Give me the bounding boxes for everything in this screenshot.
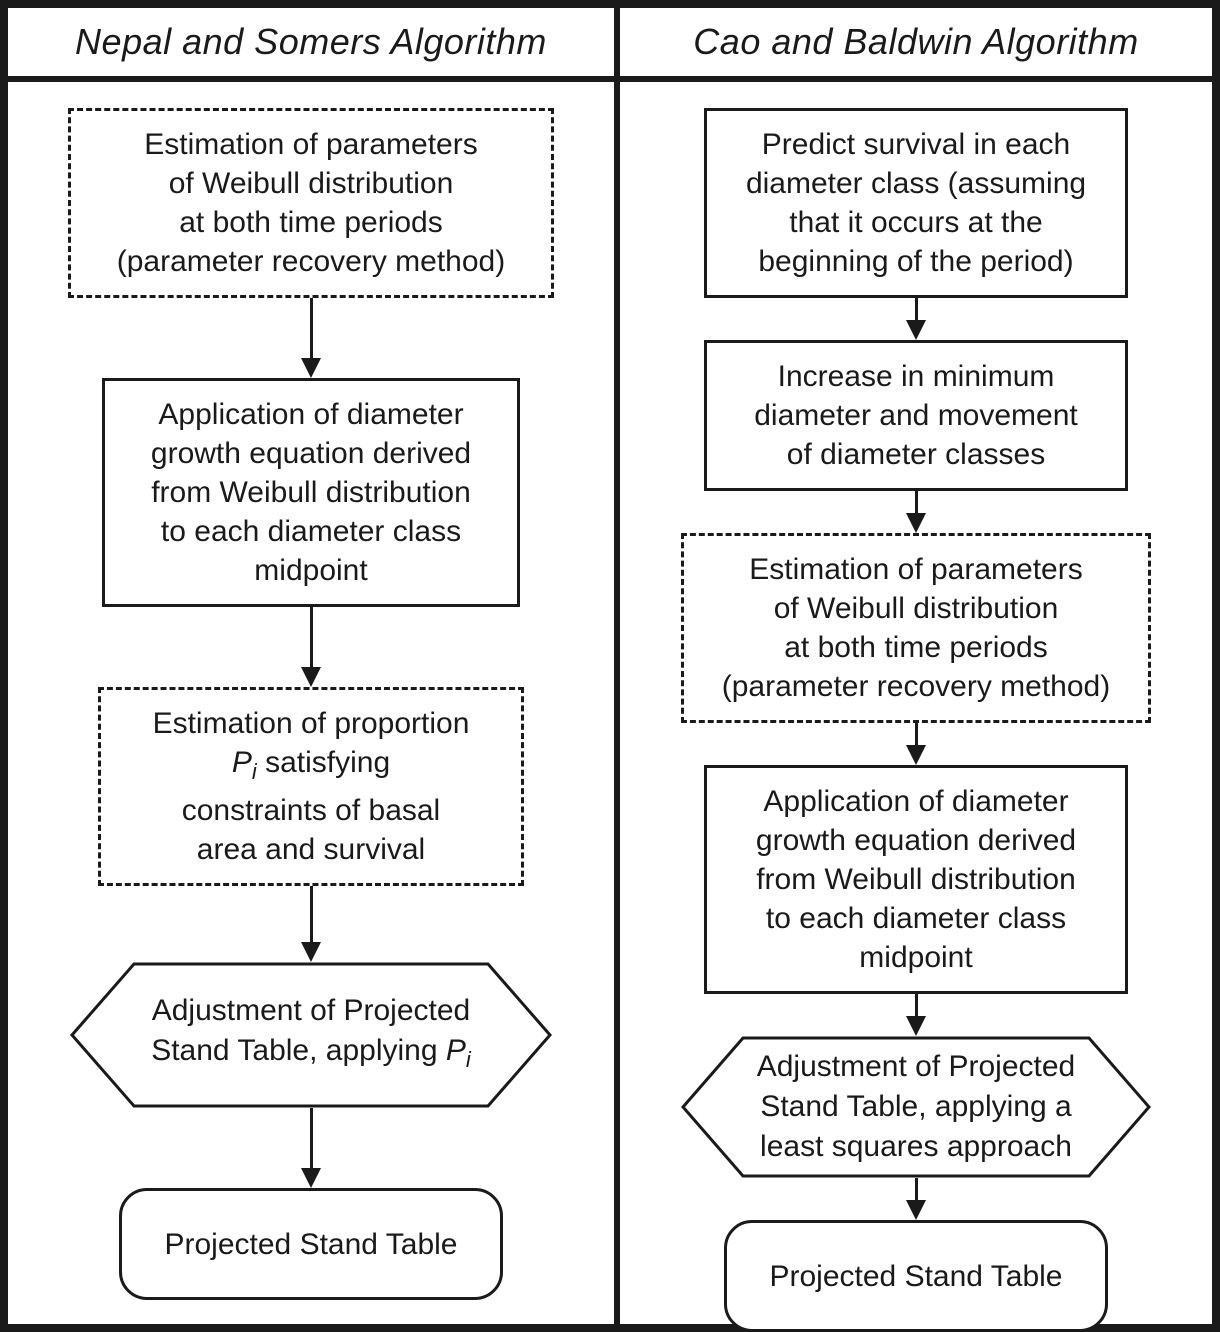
node-projected-stand-table-right: Projected Stand Table (724, 1220, 1108, 1332)
node-text-line: Predict survival in each (761, 128, 1071, 161)
arrow-head (301, 942, 321, 962)
node-minimum-diameter: Increase in minimum diameter and movemen… (704, 340, 1128, 491)
node-text-line: to each diameter class (160, 515, 462, 548)
node-text-line: Increase in minimum (777, 360, 1055, 393)
arrow-shaft (914, 723, 918, 746)
node-text-line: Estimation of proportion (152, 707, 470, 740)
down-arrow (906, 491, 926, 533)
p-subscript: i (251, 759, 257, 784)
node-text-line: Application of diameter (763, 785, 1069, 818)
node-text-line: Estimation of parameters (749, 553, 1083, 586)
column-header-left: Nepal and Somers Algorithm (8, 8, 620, 76)
node-text-line: Projected Stand Table (769, 1259, 1063, 1293)
arrow-shaft (309, 607, 313, 668)
node-text-line: area and survival (196, 833, 426, 866)
node-text-line: beginning of the period) (758, 245, 1074, 278)
node-text-line: Adjustment of Projected (151, 993, 471, 1027)
node-growth-equation-left: Application of diameter growth equation … (102, 378, 520, 607)
node-text-line: from Weibull distribution (151, 476, 471, 509)
node-text-line: Adjustment of Projected (756, 1050, 1076, 1083)
hexagon-shape (681, 1036, 1151, 1178)
node-text-line: growth equation derived (755, 824, 1077, 857)
flowchart-body: Estimation of parameters of Weibull dist… (8, 82, 1212, 1332)
down-arrow (906, 994, 926, 1036)
arrow-head (301, 1168, 321, 1188)
node-text-line: Stand Table, applying Pi (151, 1031, 471, 1080)
node-text-line: at both time periods (784, 631, 1048, 664)
node-text-line: Application of diameter (158, 398, 464, 431)
arrow-shaft (914, 994, 918, 1017)
arrow-shaft (914, 491, 918, 514)
hexagon-shape (70, 962, 552, 1108)
arrow-shaft (914, 298, 918, 321)
node-predict-survival: Predict survival in each diameter class … (704, 108, 1128, 298)
arrow-shaft (309, 298, 313, 359)
right-column: Predict survival in each diameter class … (620, 82, 1212, 1332)
hexagon-text: Adjustment of Projected Stand Table, app… (757, 1047, 1076, 1167)
hexagon-adjustment-right: Adjustment of Projected Stand Table, app… (681, 1036, 1151, 1178)
p-symbol: P (231, 746, 252, 779)
down-arrow (906, 723, 926, 765)
down-arrow (906, 1178, 926, 1220)
arrow-head (906, 320, 926, 340)
node-weibull-estimation-right: Estimation of parameters of Weibull dist… (681, 533, 1151, 723)
arrow-head (906, 745, 926, 765)
down-arrow (301, 886, 321, 962)
arrow-head (301, 667, 321, 687)
node-text-line: constraints of basal (181, 794, 441, 827)
p-subscript: i (465, 1046, 471, 1072)
node-text-line: midpoint (254, 554, 368, 587)
node-text-line: diameter and movement (754, 399, 1078, 432)
down-arrow (301, 1108, 321, 1188)
left-column-title: Nepal and Somers Algorithm (75, 21, 547, 62)
node-text-line: that it occurs at the (789, 206, 1043, 239)
node-text-line: (parameter recovery method) (721, 670, 1111, 703)
column-header-right: Cao and Baldwin Algorithm (620, 8, 1212, 76)
node-weibull-estimation-left: Estimation of parameters of Weibull dist… (68, 108, 554, 298)
node-text-line: growth equation derived (150, 437, 472, 470)
down-arrow (906, 298, 926, 340)
arrow-head (301, 358, 321, 378)
node-text-fragment: satisfying (256, 746, 391, 779)
node-text-line: to each diameter class (765, 902, 1067, 935)
p-symbol: P (445, 1033, 466, 1067)
down-arrow (301, 298, 321, 378)
arrow-head (906, 513, 926, 533)
arrow-head (906, 1200, 926, 1220)
node-text-line: Pi satisfying (232, 743, 390, 791)
node-text-line: Projected Stand Table (164, 1227, 458, 1261)
node-text-line: Estimation of parameters (144, 128, 478, 161)
left-column: Estimation of parameters of Weibull dist… (8, 82, 620, 1324)
node-projected-stand-table-left: Projected Stand Table (119, 1188, 503, 1300)
right-column-title: Cao and Baldwin Algorithm (693, 21, 1139, 62)
arrow-head (906, 1016, 926, 1036)
header-row: Nepal and Somers Algorithm Cao and Baldw… (8, 8, 1212, 82)
hexagon-adjustment-left: Adjustment of Projected Stand Table, app… (70, 962, 552, 1108)
node-text-line: midpoint (859, 941, 973, 974)
node-proportion-estimation: Estimation of proportion Pi satisfying c… (98, 687, 524, 886)
node-text-line: (parameter recovery method) (116, 245, 506, 278)
node-text-line: of Weibull distribution (168, 167, 454, 200)
down-arrow (301, 607, 321, 687)
node-text-line: at both time periods (179, 206, 443, 239)
node-text-line: Stand Table, applying a (760, 1090, 1072, 1123)
node-text-fragment: Stand Table, applying (151, 1033, 446, 1067)
node-text-line: diameter class (assuming (745, 167, 1087, 200)
node-text-line: of diameter classes (786, 438, 1046, 471)
arrow-shaft (309, 1108, 313, 1169)
node-growth-equation-right: Application of diameter growth equation … (704, 765, 1128, 994)
node-text-line: least squares approach (760, 1130, 1072, 1163)
node-text-line: from Weibull distribution (756, 863, 1076, 896)
node-text-line: of Weibull distribution (773, 592, 1059, 625)
arrow-shaft (309, 886, 313, 943)
arrow-shaft (914, 1178, 918, 1201)
hexagon-text: Adjustment of Projected Stand Table, app… (151, 991, 471, 1080)
